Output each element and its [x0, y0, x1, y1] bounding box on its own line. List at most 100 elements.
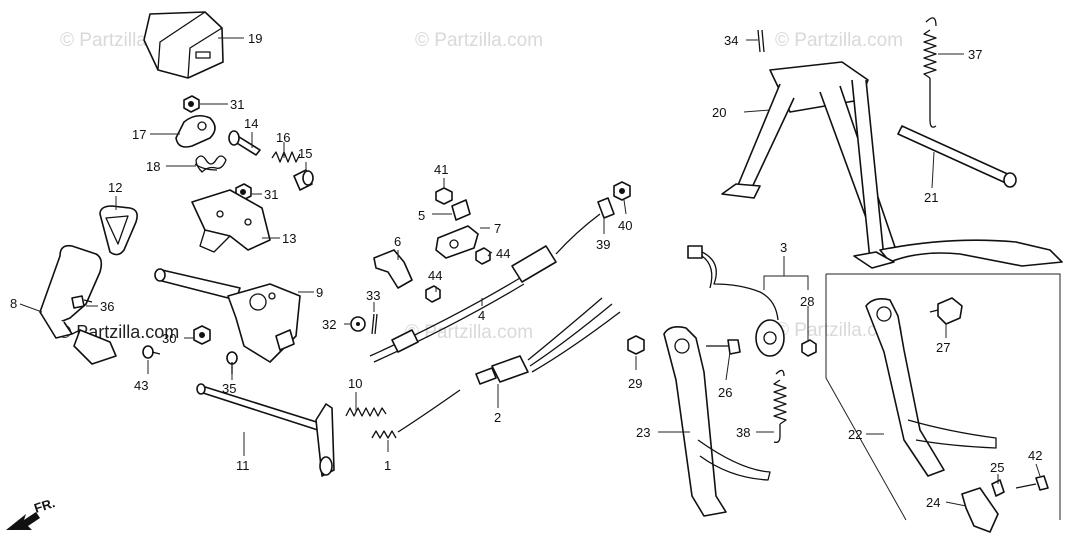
callout-11: 11	[236, 458, 250, 473]
part-11-shaft[interactable]	[196, 383, 335, 477]
part-1-cable[interactable]	[371, 389, 461, 439]
part-22-side-stand[interactable]	[865, 298, 997, 477]
callout-24: 24	[926, 495, 940, 510]
callout-37: 37	[968, 47, 982, 62]
part-20-main-stand[interactable]	[721, 61, 1063, 269]
callout-12: 12	[108, 180, 122, 195]
callout-42: 42	[1028, 448, 1042, 463]
part-34-pin[interactable]	[757, 29, 765, 53]
callout-31: 31	[230, 97, 244, 112]
part-28-bolt[interactable]	[801, 339, 817, 357]
part-37-spring[interactable]	[923, 17, 937, 128]
part-43-bolt[interactable]	[142, 345, 161, 359]
part-33-cotter-pin[interactable]	[371, 313, 378, 335]
callout-22: 22	[848, 427, 862, 442]
callout-26: 26	[718, 385, 732, 400]
part-8-brake-pedal[interactable]	[39, 244, 117, 365]
part-35-bolt[interactable]	[226, 351, 238, 374]
callout-7: 7	[494, 221, 501, 236]
callout-6: 6	[394, 234, 401, 249]
part-7-bracket[interactable]	[435, 225, 479, 259]
callout-41: 41	[434, 162, 448, 177]
part-3-switch-assembly[interactable]	[687, 245, 785, 357]
callout-23: 23	[636, 425, 650, 440]
part-27-bolt[interactable]	[929, 297, 963, 325]
part-39-collar[interactable]	[597, 197, 615, 219]
callout-17: 17	[132, 127, 146, 142]
part-30-nut[interactable]	[193, 325, 211, 345]
callout-32: 32	[322, 317, 336, 332]
part-31-nut[interactable]	[183, 95, 200, 113]
callout-13: 13	[282, 231, 296, 246]
callout-39: 39	[596, 237, 610, 252]
callout-35: 35	[222, 381, 236, 396]
part-21-shaft[interactable]	[897, 125, 1017, 188]
part-29-nut[interactable]	[627, 335, 645, 355]
watermark: © Partzilla.com	[415, 30, 544, 51]
part-16-spring[interactable]	[271, 151, 301, 163]
part-19-cover[interactable]	[143, 11, 224, 79]
callout-15: 15	[298, 146, 312, 161]
callout-3: 3	[780, 240, 787, 255]
callout-2: 2	[494, 410, 501, 425]
leader-lines	[19, 37, 1041, 507]
part-44-bolt[interactable]	[425, 285, 441, 303]
callout-20: 20	[712, 105, 726, 120]
part-6-bracket[interactable]	[373, 249, 413, 289]
callout-28: 28	[800, 294, 814, 309]
callout-18: 18	[146, 159, 160, 174]
part-38-spring[interactable]	[773, 369, 787, 444]
callout-33: 33	[366, 288, 380, 303]
part-2-cable[interactable]	[475, 297, 621, 385]
front-direction-arrow	[6, 512, 40, 530]
part-9-pivot-assembly[interactable]	[154, 268, 301, 363]
part-14-pin[interactable]	[228, 130, 261, 156]
callout-31: 31	[264, 187, 278, 202]
part-12-rubber-pad[interactable]	[99, 205, 138, 256]
callout-25: 25	[990, 460, 1004, 475]
callout-labels: 19 31 17 18 14 16 15 31 13 12 8 36 30 43…	[10, 31, 1042, 510]
callout-4: 4	[478, 308, 485, 323]
callout-44: 44	[428, 268, 442, 283]
callout-10: 10	[348, 376, 362, 391]
part-24-plate[interactable]	[961, 487, 999, 533]
part-13-bracket[interactable]	[191, 189, 271, 253]
callout-44: 44	[496, 246, 510, 261]
part-41-bolt[interactable]	[435, 187, 453, 205]
callout-43: 43	[134, 378, 148, 393]
watermark: © Partzilla.com	[775, 30, 904, 51]
part-23-side-stand[interactable]	[663, 326, 771, 517]
callout-14: 14	[244, 116, 258, 131]
callout-1: 1	[384, 458, 391, 473]
callout-19: 19	[248, 31, 262, 46]
watermark: © Partzilla.com	[405, 322, 534, 343]
callout-30: 30	[162, 331, 176, 346]
callout-34: 34	[724, 33, 738, 48]
part-32-washer[interactable]	[350, 316, 366, 332]
callout-9: 9	[316, 285, 323, 300]
callout-8: 8	[10, 296, 17, 311]
callout-29: 29	[628, 376, 642, 391]
callout-38: 38	[736, 425, 750, 440]
inset-frame	[825, 273, 1061, 521]
part-10-spring[interactable]	[345, 407, 387, 417]
callout-5: 5	[418, 208, 425, 223]
part-40-nut[interactable]	[613, 181, 631, 201]
part-4-cable[interactable]	[369, 213, 601, 363]
part-44-bolt[interactable]	[475, 247, 491, 265]
part-42-bolt[interactable]	[1015, 475, 1049, 491]
callout-36: 36	[100, 299, 114, 314]
part-18-spring[interactable]	[194, 155, 227, 173]
part-15-bushing[interactable]	[293, 169, 314, 191]
callout-21: 21	[924, 190, 938, 205]
part-26-bolt[interactable]	[706, 339, 741, 355]
part-5-clip[interactable]	[451, 199, 471, 221]
part-25-pin[interactable]	[991, 479, 1005, 497]
watermark: © Partzilla.com	[775, 320, 904, 341]
part-17-arm[interactable]	[175, 114, 216, 148]
callout-40: 40	[618, 218, 632, 233]
callout-16: 16	[276, 130, 290, 145]
part-36-bolt[interactable]	[71, 295, 93, 309]
